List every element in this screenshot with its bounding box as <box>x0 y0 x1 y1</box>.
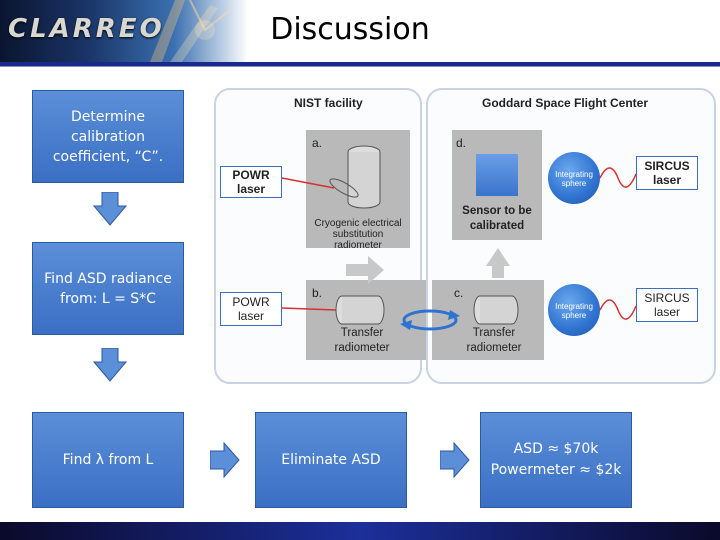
sircus-laser-bottom-label: SIRCUS laser <box>644 291 690 319</box>
logo-swoosh-graphic <box>150 0 231 62</box>
powr-laser-b: POWR laser <box>220 292 282 326</box>
sensor-square-icon <box>476 154 518 196</box>
panel-b-caption: Transfer radiometer <box>334 327 390 354</box>
sircus-laser-top: SIRCUS laser <box>636 156 698 190</box>
gsfc-title: Goddard Space Flight Center <box>482 96 649 110</box>
flow-step-label: Find λ from L <box>62 452 154 468</box>
flow-step-cost-comparison[interactable]: ASD ≈ $70k Powermeter ≈ $2k <box>480 412 632 508</box>
panel-b-letter: b. <box>312 286 323 300</box>
exchange-arrow-head <box>448 310 460 320</box>
powr-laser-b-label: POWR laser <box>232 295 270 323</box>
exchange-cycle-icon <box>402 309 458 331</box>
panel-a-caption: Cryogenic electrical substitution radiom… <box>314 218 402 251</box>
panel-d-letter: d. <box>456 136 467 150</box>
flow-step-find-radiance[interactable]: Find ASD radiance from: L = S*C <box>32 242 184 335</box>
panel-a-letter: a. <box>312 136 323 150</box>
laser-wave-icon <box>599 167 637 188</box>
arrow-down-icon <box>93 348 127 382</box>
calibration-diagram: NIST facility Goddard Space Flight Cente… <box>212 88 718 388</box>
slide-footer-bar <box>0 522 720 540</box>
powr-laser-a: POWR laser <box>220 166 282 198</box>
panel-d-caption: Sensor to be calibrated <box>462 205 532 232</box>
sircus-laser-top-label: SIRCUS laser <box>644 159 690 187</box>
cryogenic-radiometer-icon <box>329 145 381 209</box>
laser-wave-icon <box>599 299 637 320</box>
panel-c-caption: Transfer radiometer <box>466 327 522 354</box>
logo-text: CLARREO <box>8 14 165 44</box>
laser-beam-line <box>281 307 337 311</box>
sphere-label-bottom: Integrating sphere <box>555 302 593 320</box>
transfer-radiometer-body <box>342 295 385 325</box>
flow-step-label: ASD ≈ $70k Powermeter ≈ $2k <box>490 441 622 478</box>
nist-facility-title: NIST facility <box>294 96 363 110</box>
exchange-arrow-head <box>400 320 412 330</box>
flow-step-eliminate-asd[interactable]: Eliminate ASD <box>255 412 407 508</box>
page-title: Discussion <box>270 12 430 47</box>
diagram-connectors <box>281 167 637 331</box>
arrow-right-icon <box>210 442 240 478</box>
flow-step-determine-coefficient[interactable]: Determine calibration coefficient, “C”. <box>32 90 184 183</box>
clarreo-logo: CLARREO <box>0 0 248 62</box>
laser-beam-line <box>281 177 335 189</box>
powr-laser-a-label: POWR laser <box>232 168 270 196</box>
sphere-label-top: Integrating sphere <box>555 170 593 188</box>
panel-c-letter: c. <box>454 286 464 300</box>
integrating-sphere-icon <box>548 152 600 204</box>
flow-step-label: Find ASD radiance from: L = S*C <box>44 270 172 307</box>
integrating-sphere-icon <box>548 284 600 336</box>
header-divider <box>0 62 720 66</box>
sircus-laser-bottom: SIRCUS laser <box>636 288 698 322</box>
flow-step-find-wavelength[interactable]: Find λ from L <box>32 412 184 508</box>
header-divider-thin <box>0 66 720 67</box>
arrow-down-icon <box>346 256 384 284</box>
flow-step-label: Eliminate ASD <box>281 452 381 468</box>
transfer-radiometer-body <box>480 295 519 325</box>
slide-header: CLARREO Discussion <box>0 0 720 67</box>
flow-step-label: Determine calibration coefficient, “C”. <box>52 108 164 165</box>
arrow-down-icon <box>93 192 127 226</box>
arrow-up-icon <box>486 248 510 278</box>
arrow-right-icon <box>440 442 470 478</box>
